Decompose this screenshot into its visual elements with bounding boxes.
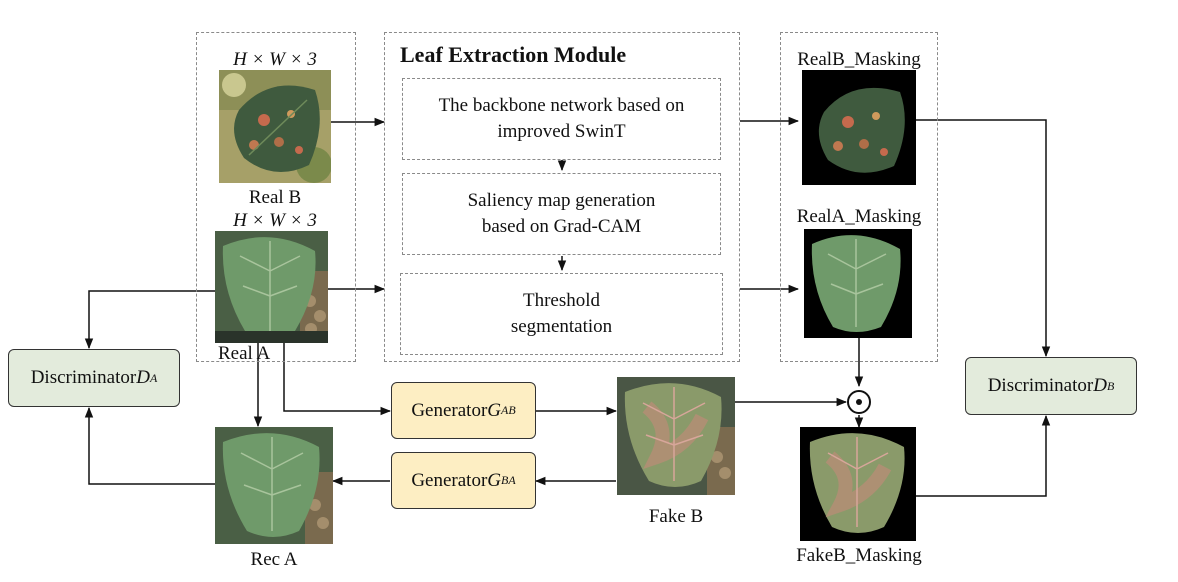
fakeb-masking-label: FakeB_Masking <box>796 545 922 566</box>
fakeb-masking-image <box>800 427 916 541</box>
module-step-threshold: Threshold segmentation <box>400 273 723 355</box>
input-group-frame <box>196 32 356 362</box>
real-b-label: Real B <box>248 187 302 208</box>
arrow-reala-to-disc-a <box>84 290 215 350</box>
realb-masking-label: RealB_Masking <box>797 49 921 70</box>
arrow-reca-to-disc-a <box>84 406 215 485</box>
elementwise-product-operator <box>847 390 871 414</box>
fake-b-leaf-image <box>617 377 735 495</box>
arrow-reala-to-gen-ab <box>283 343 392 416</box>
realb-masking-image <box>802 70 916 185</box>
real-a-label: Real A <box>218 343 271 364</box>
reala-masking-image <box>804 229 912 338</box>
real-a-dims-label: H × W × 3 <box>233 210 317 231</box>
real-a-healthy-leaf-image <box>215 231 328 343</box>
rec-a-label: Rec A <box>250 549 298 570</box>
masking-group-frame <box>780 32 938 362</box>
arrow-fakeb-mask-to-disc-b <box>916 414 1051 497</box>
module-step-backbone: The backbone network based on improved S… <box>402 78 721 160</box>
reala-masking-label: RealA_Masking <box>796 206 922 227</box>
arrow-realb-mask-to-disc-b <box>914 119 1051 358</box>
rec-a-leaf-image <box>215 427 333 544</box>
module-step-saliency: Saliency map generation based on Grad-CA… <box>402 173 721 255</box>
real-b-diseased-leaf-image <box>219 70 331 183</box>
fake-b-label: Fake B <box>648 506 704 527</box>
module-title: Leaf Extraction Module <box>400 42 627 67</box>
leaf-extraction-module-frame <box>384 32 740 362</box>
real-b-dims-label: H × W × 3 <box>233 49 317 70</box>
